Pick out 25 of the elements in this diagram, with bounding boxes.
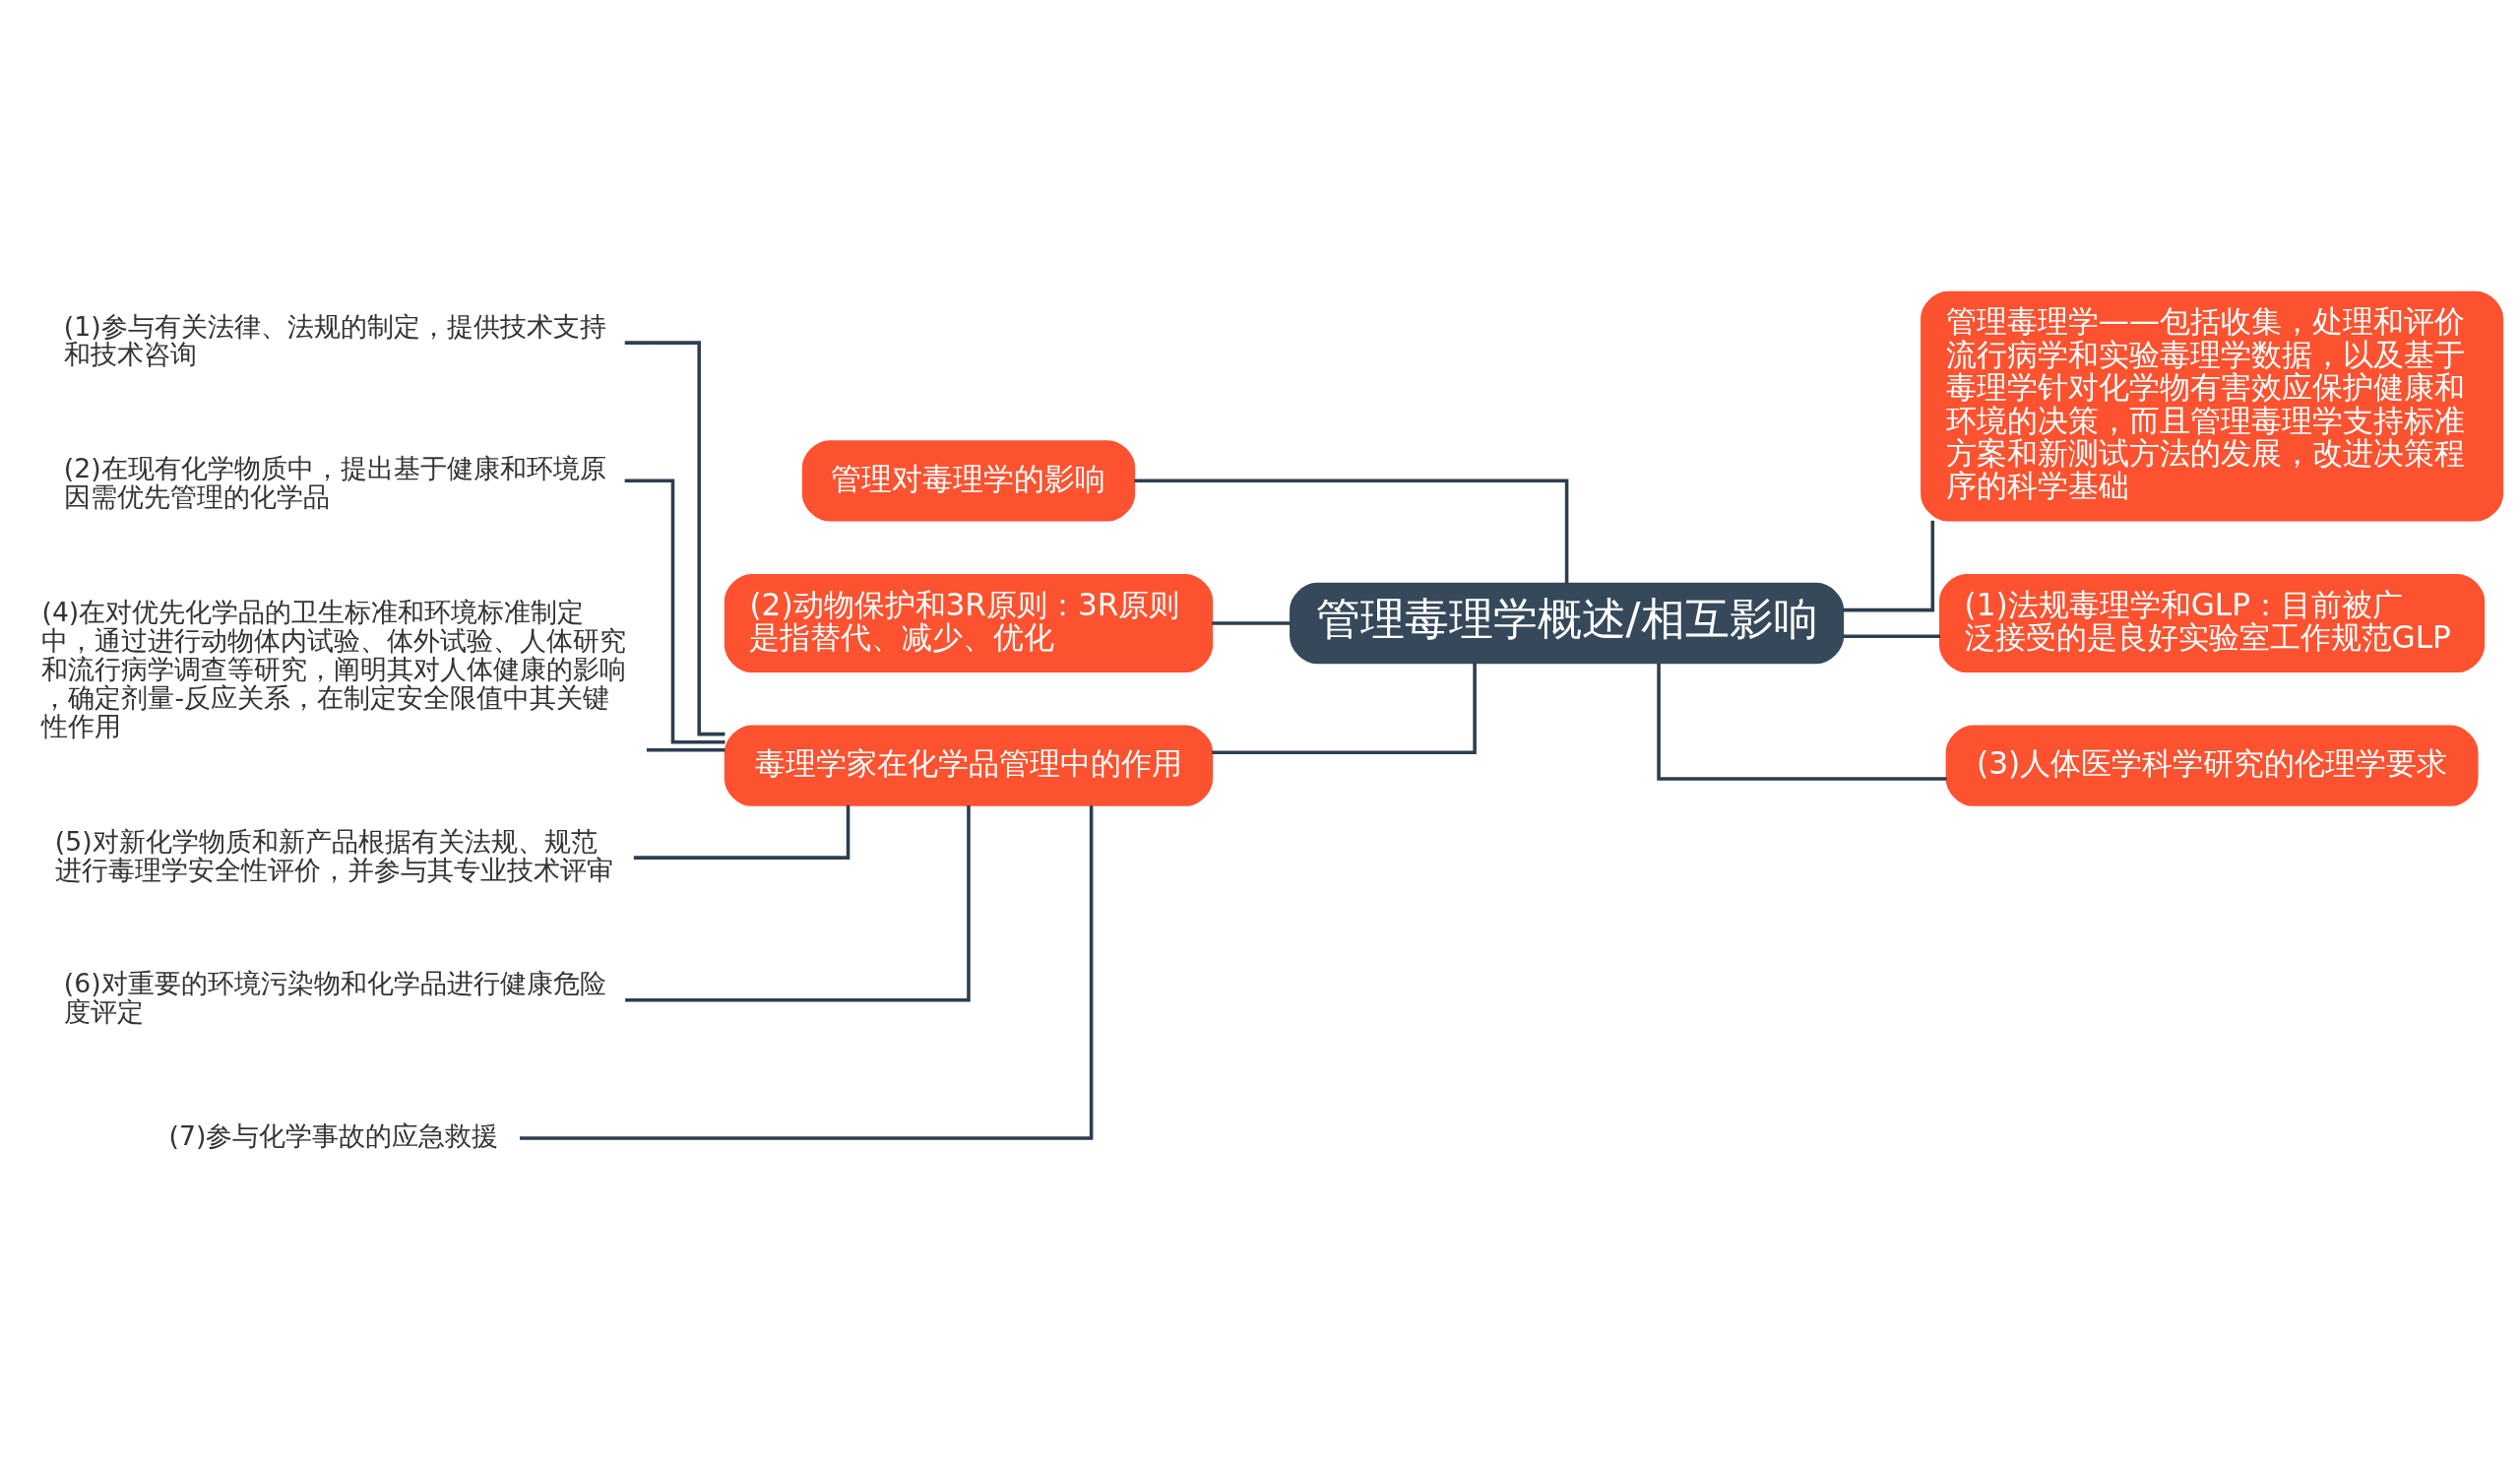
connector: [633, 804, 850, 860]
connector: [1134, 479, 1569, 584]
node-text: (6)对重要的环境污染物和化学品进行健康危险度评定: [63, 968, 606, 1028]
connector: [625, 805, 971, 1002]
node-box: (2)动物保护和3R原则：3R原则是指替代、减少、优化: [724, 573, 1214, 673]
connector: [1843, 520, 1935, 612]
node-text: (1)参与有关法律、法规的制定，提供技术支持和技术咨询: [63, 310, 606, 370]
connector: [624, 479, 725, 744]
node-box: 管理毒理学——包括收集，处理和评价流行病学和实验毒理学数据，以及基于毒理学针对化学物有害效应保护健康和环境的决策，而且管理毒理学支持标准方案和新测试方法的发展，改进决策程序的科学基础: [1921, 290, 2504, 522]
connector: [1843, 634, 1940, 639]
connector: [646, 748, 725, 752]
connector: [1657, 663, 1947, 781]
node-text: (4)在对优先化学品的卫生标准和环境标准制定中，通过进行动物体内试验、体外试验、人体研究和流行病学调查等研究，阐明其对人体健康的影响，确定剂量-反应关系，在制定安全限值中其关键性作用: [41, 596, 627, 741]
connector: [1212, 621, 1291, 625]
node-box: 管理对毒理学的影响: [801, 440, 1136, 522]
node-text: (5)对新化学物质和新产品根据有关法规、规范进行毒理学安全性评价，并参与其专业技术评审: [54, 825, 613, 885]
node-box: (3)人体医学科学研究的伦理学要求: [1945, 725, 2479, 806]
node-box: (1)法规毒理学和GLP：目前被广泛接受的是良好实验室工作规范GLP: [1938, 573, 2486, 673]
connector: [520, 805, 1094, 1140]
connector: [624, 341, 725, 736]
node-box: 管理毒理学概述/相互影响: [1290, 582, 1845, 665]
node-text: (7)参与化学事故的应急救援: [168, 1119, 499, 1151]
node-box: 毒理学家在化学品管理中的作用: [724, 725, 1214, 806]
connector: [1212, 663, 1477, 755]
node-text: (2)在现有化学物质中，提出基于健康和环境原因需优先管理的化学品: [63, 453, 606, 513]
